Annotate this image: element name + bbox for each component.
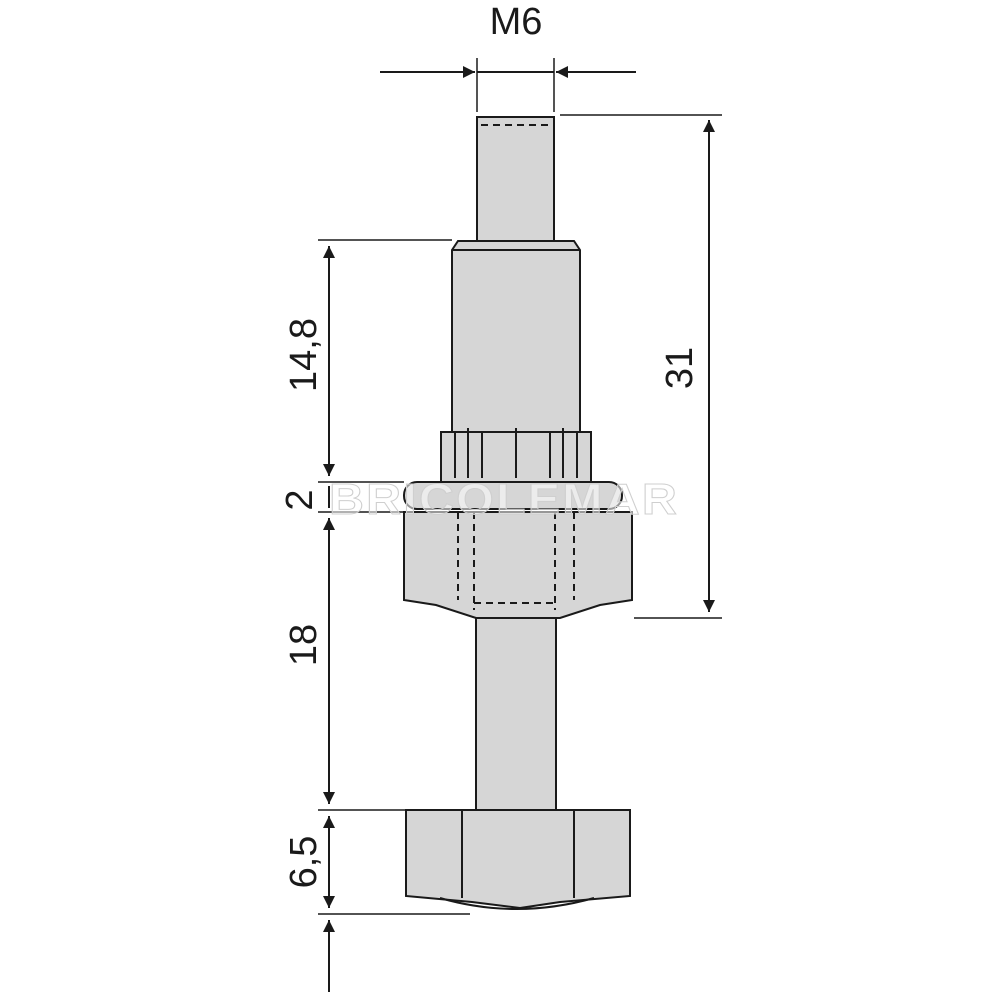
lock-nut <box>403 511 633 619</box>
label-foot: 6,5 <box>283 836 325 889</box>
dimension-total-height <box>560 114 722 619</box>
collar-ribs <box>454 428 578 478</box>
dimension-thread <box>380 58 636 112</box>
label-sleeve: 14,8 <box>283 318 325 392</box>
label-washer: 2 <box>279 489 321 510</box>
dimension-washer <box>318 481 404 513</box>
hex-foot <box>405 809 631 910</box>
washer <box>403 481 623 510</box>
dimension-sleeve <box>318 239 452 476</box>
label-stem: 18 <box>283 624 325 666</box>
label-total-height: 31 <box>659 347 701 389</box>
threaded-stud <box>476 116 555 242</box>
leveling-foot <box>403 116 633 910</box>
foot-bottom-curve <box>439 897 595 910</box>
threaded-stem <box>475 617 557 811</box>
watermark: BRICOLEMAR <box>329 475 679 524</box>
dimension-foot <box>318 809 470 992</box>
sleeve-body <box>451 240 581 433</box>
label-thread: M6 <box>490 1 543 43</box>
